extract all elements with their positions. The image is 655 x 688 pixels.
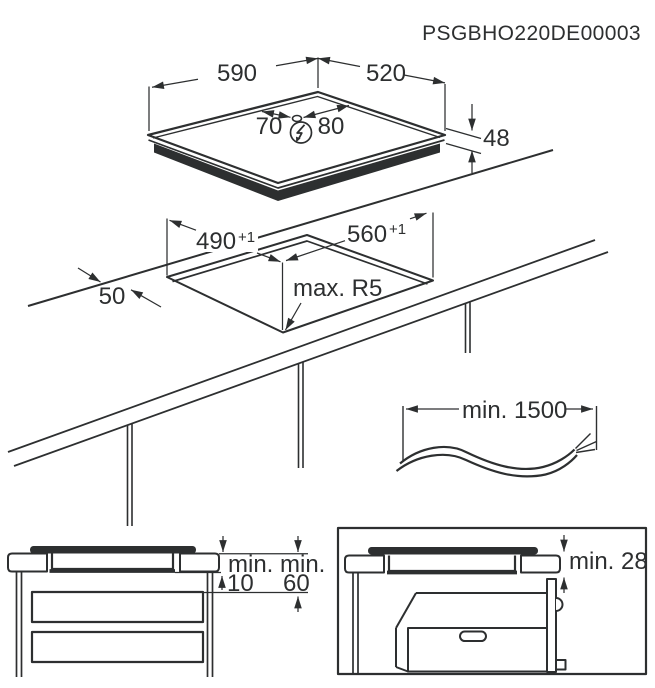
power-cable-view: min. 1500: [395, 397, 598, 478]
drawer-lower: [30, 630, 205, 664]
worktop-rear-edge: [27, 149, 554, 307]
cabinet-legs: [15, 571, 214, 677]
dim-590-label: 590: [217, 60, 257, 87]
worktop-cutout-view: 490 +1 560 +1 50 max. R5: [7, 149, 609, 526]
table-legs: [126, 302, 471, 526]
oven-knob: [555, 659, 567, 671]
dim-560-label: 560: [347, 221, 387, 248]
dim-48-label: 48: [483, 125, 510, 152]
countertop-left: [7, 552, 48, 573]
dim-min10-word: min.: [228, 551, 273, 578]
hob-tub-section: [50, 553, 175, 571]
corner-radius-label: max. R5: [293, 275, 382, 302]
document-code: PSGBHO220DE00003: [422, 22, 641, 45]
dim-70-label: 70: [256, 113, 283, 140]
dim-80-label: 80: [318, 113, 345, 140]
lightning-circle-icon: [289, 121, 313, 144]
hob-glass-section: [368, 547, 538, 555]
dim-min28: min. 28: [560, 535, 648, 593]
dim-490-tolerance: +1: [238, 229, 255, 246]
cutout-opening: [166, 234, 434, 334]
hob-tub-section: [387, 555, 517, 573]
cable-wire-strands: [575, 433, 597, 454]
mains-cable: [399, 445, 576, 471]
dim-590: 590: [148, 56, 319, 131]
cabinet-drawer-section-view: min. 10 min. 60: [7, 536, 325, 677]
corner-radius-note: max. R5: [284, 275, 382, 331]
countertop-right: [520, 554, 561, 574]
dim-50-label: 50: [99, 283, 126, 310]
cable-length-label: min. 1500: [462, 397, 567, 424]
hob-isometric-view: 590 520 70 80 48: [146, 56, 510, 201]
dim-490-label: 490: [196, 228, 236, 255]
dim-min60-word: min.: [280, 551, 325, 578]
countertop-right: [179, 552, 220, 573]
dim-490: 490 +1: [166, 218, 281, 276]
countertop-left: [344, 554, 385, 574]
hob-glass-section: [30, 546, 196, 554]
dim-cable-position: 70 80: [256, 104, 350, 140]
dim-520: 520: [317, 56, 446, 131]
dim-50: 50: [77, 267, 162, 310]
dim-min10-min60: min. 10 min. 60: [204, 536, 325, 612]
worktop-front-edge: [7, 239, 596, 453]
dim-560-tolerance: +1: [389, 221, 406, 238]
cabinet-oven-section-view: min. 28: [336, 526, 648, 676]
oven-handle: [459, 630, 487, 642]
drawer-upper: [30, 590, 205, 624]
dim-520-label: 520: [366, 60, 406, 87]
oven-below: [395, 578, 567, 673]
dim-min28-label: min. 28: [569, 548, 648, 575]
dim-48: 48: [445, 104, 510, 173]
cable-gland: [291, 114, 303, 123]
dim-560: 560 +1: [285, 212, 434, 278]
dim-min60-value: 60: [283, 570, 310, 597]
dim-min10-value: 10: [227, 570, 254, 597]
hob-body: [154, 143, 440, 201]
